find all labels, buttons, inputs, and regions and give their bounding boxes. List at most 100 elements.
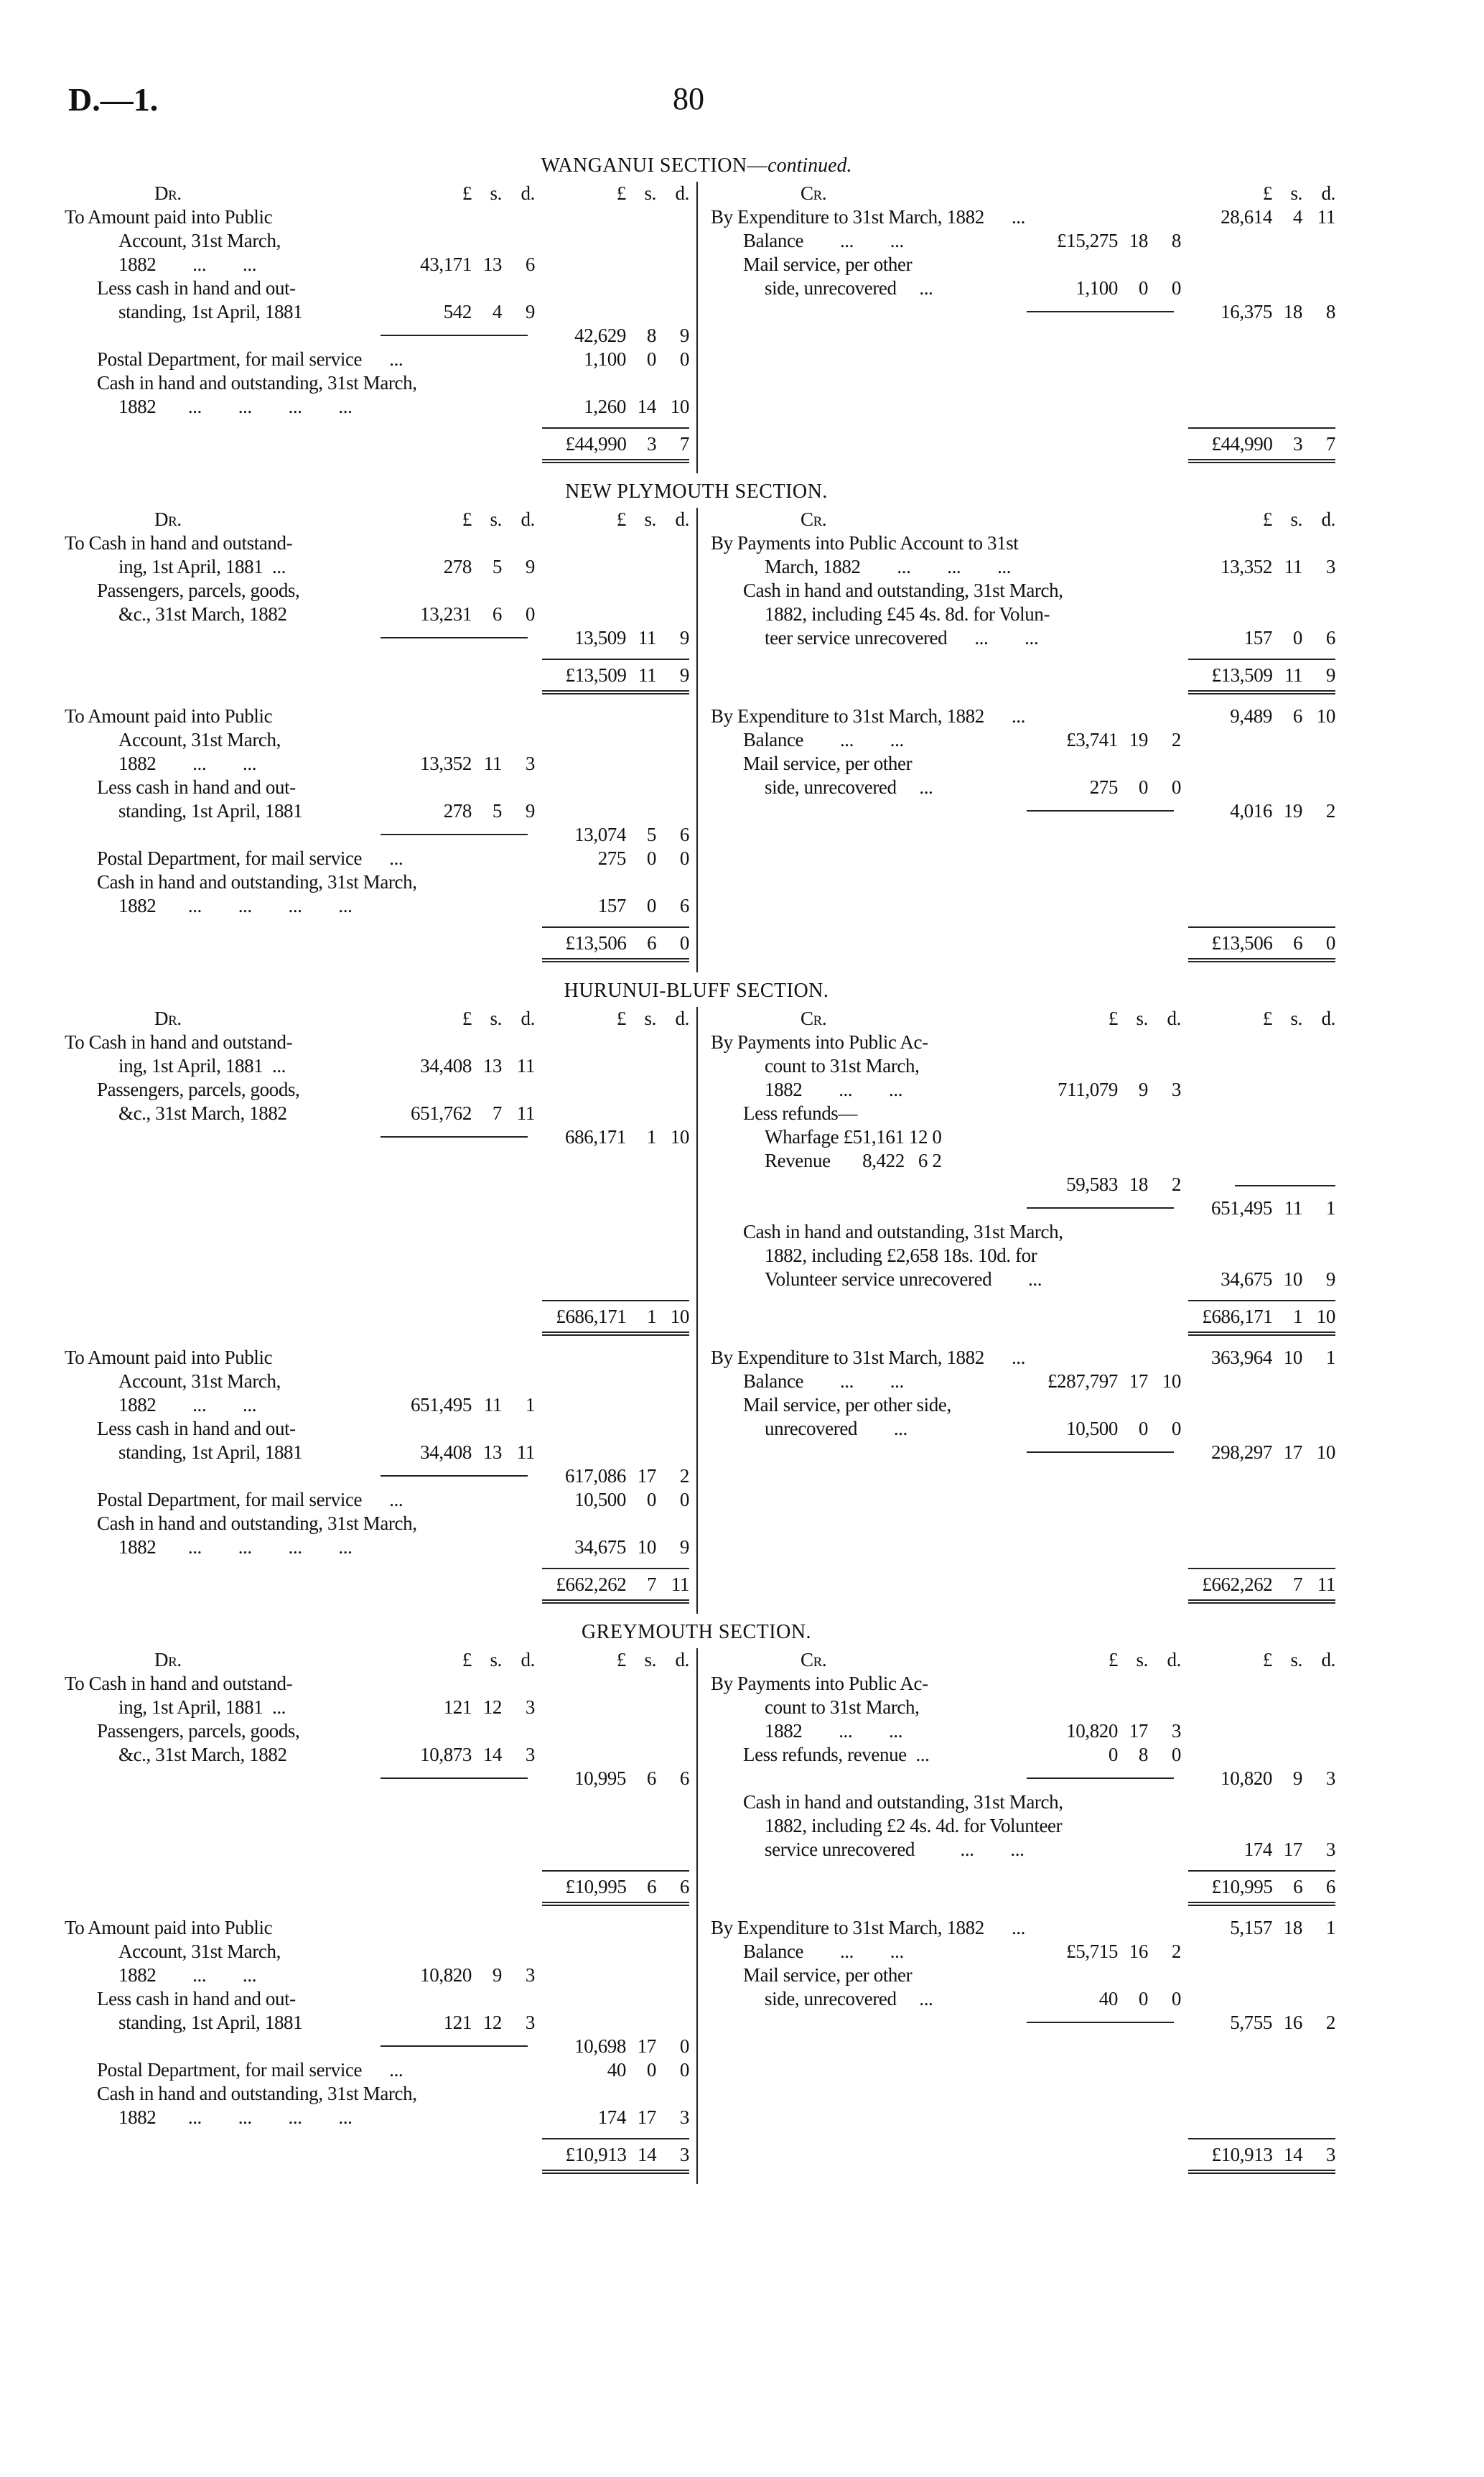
- ledger-item-text: 1882, including £45 4s. 8d. for Volun-: [765, 603, 1050, 625]
- outer-amount-pounds: 10,995: [574, 1767, 626, 1789]
- outer-amount-shillings: 11: [638, 627, 657, 649]
- outer-amount-pounds: 1,260: [584, 396, 626, 417]
- unit-headings: £s.d.: [535, 1648, 690, 1672]
- ledger-row: Postal Department, for mail service ...2…: [65, 847, 689, 870]
- inner-amount-pence: 3: [525, 2012, 536, 2033]
- ledger-item-text: &c., 31st March, 1882: [118, 1102, 287, 1124]
- inner-amount-shillings: 0: [1138, 277, 1149, 299]
- ledger-item-text: Balance ... ...: [743, 230, 904, 251]
- ledger-row: To Amount paid into Public: [65, 1916, 689, 1940]
- ledger-row: Less refunds—: [711, 1102, 1335, 1125]
- outer-amount-pence: 2: [679, 1465, 690, 1487]
- total-amount-shillings: 7: [647, 1574, 657, 1595]
- total-amount-shillings: 1: [1293, 1306, 1303, 1327]
- outer-amount-pence: 0: [679, 1489, 690, 1510]
- ledger-row: Postal Department, for mail service ...1…: [65, 1488, 689, 1512]
- outer-amount-pounds: 9,489: [1230, 705, 1272, 727]
- outer-amount-shillings: 0: [646, 348, 657, 370]
- outer-amount-pence: 6: [679, 824, 690, 845]
- ledger-row: Cash in hand and outstanding, 31st March…: [711, 1220, 1335, 1244]
- unit-heading: s.: [490, 182, 503, 204]
- outer-amount-shillings: 19: [1283, 800, 1303, 822]
- outer-amount-shillings: 5: [646, 824, 657, 845]
- inner-amount-pence: 10: [1162, 1370, 1182, 1392]
- unit-headings: £s.d.: [1027, 1007, 1182, 1031]
- unit-headings: £s.d.: [1181, 1007, 1336, 1031]
- debit-side: Dr.£s.d.£s.d.To Cash in hand and outstan…: [65, 508, 698, 705]
- inner-amount-shillings: 0: [1138, 776, 1149, 798]
- inner-amount-shillings: 12: [482, 2012, 503, 2033]
- outer-amount-pence: 6: [679, 1767, 690, 1789]
- outer-amount-pounds: 1,100: [584, 348, 626, 370]
- inner-amount-pence: 2: [1171, 1941, 1182, 1962]
- subtotal-rule: [1027, 1207, 1174, 1209]
- inner-amount-pounds: 40: [1098, 1988, 1119, 2009]
- ledger-item-text: Passengers, parcels, goods,: [97, 1720, 300, 1742]
- outer-amount-pounds: 617,086: [565, 1465, 626, 1487]
- inner-amount-pounds: £5,715: [1066, 1941, 1118, 1962]
- inner-amount-pence: 0: [525, 603, 536, 625]
- total-amount-pounds: £686,171: [1202, 1306, 1273, 1327]
- ledger-item-text: To Amount paid into Public: [65, 1917, 273, 1938]
- ledger-item-text: To Amount paid into Public: [65, 1347, 273, 1368]
- subtotal-rule: [381, 1475, 528, 1477]
- inner-amount-pence: 9: [525, 301, 536, 322]
- inner-amount-pounds: 275: [1089, 776, 1119, 798]
- inner-amount-shillings: 16: [1129, 1941, 1149, 1962]
- outer-amount-pence: 10: [670, 396, 690, 417]
- ledger-item-text: 1882 ... ...: [765, 1079, 903, 1100]
- ledger-row: Wharfage £51,161 12 0: [711, 1125, 1335, 1149]
- inner-amount-pounds: 10,500: [1066, 1418, 1118, 1439]
- outer-amount-pounds: 40: [607, 2059, 627, 2081]
- total-amount-pounds: £13,506: [565, 932, 627, 954]
- total-amount-shillings: 6: [1293, 932, 1303, 954]
- total-amount-shillings: 3: [647, 433, 657, 455]
- unit-heading: d.: [1321, 1649, 1336, 1670]
- ledger-item-text: To Cash in hand and outstand-: [65, 1673, 293, 1694]
- unit-heading: d.: [675, 1008, 690, 1029]
- total-amount-pounds: £13,506: [1211, 932, 1273, 954]
- total-amount-pounds: £662,262: [1202, 1574, 1273, 1595]
- outer-amount-pounds: 10,820: [1221, 1767, 1272, 1789]
- ledger-item-text: Less cash in hand and out-: [97, 776, 296, 798]
- outer-amount-shillings: 14: [637, 396, 657, 417]
- outer-amount-shillings: 17: [637, 2035, 657, 2057]
- inner-amount-shillings: 18: [1129, 230, 1149, 251]
- ledger-row: 1882, including £2 4s. 4d. for Volunteer: [711, 1814, 1335, 1838]
- section-title: WANGANUI SECTION—continued.: [65, 154, 1328, 177]
- ledger-item-text: Account, 31st March,: [118, 1941, 281, 1962]
- total-amount-pence: 11: [671, 1574, 690, 1595]
- outer-amount-pounds: 16,375: [1221, 301, 1272, 322]
- ledger-row: Less cash in hand and out-: [65, 776, 689, 799]
- ledger-item-text: 1882, including £2,658 18s. 10d. for: [765, 1245, 1037, 1266]
- unit-headings: £s.d.: [1181, 508, 1336, 531]
